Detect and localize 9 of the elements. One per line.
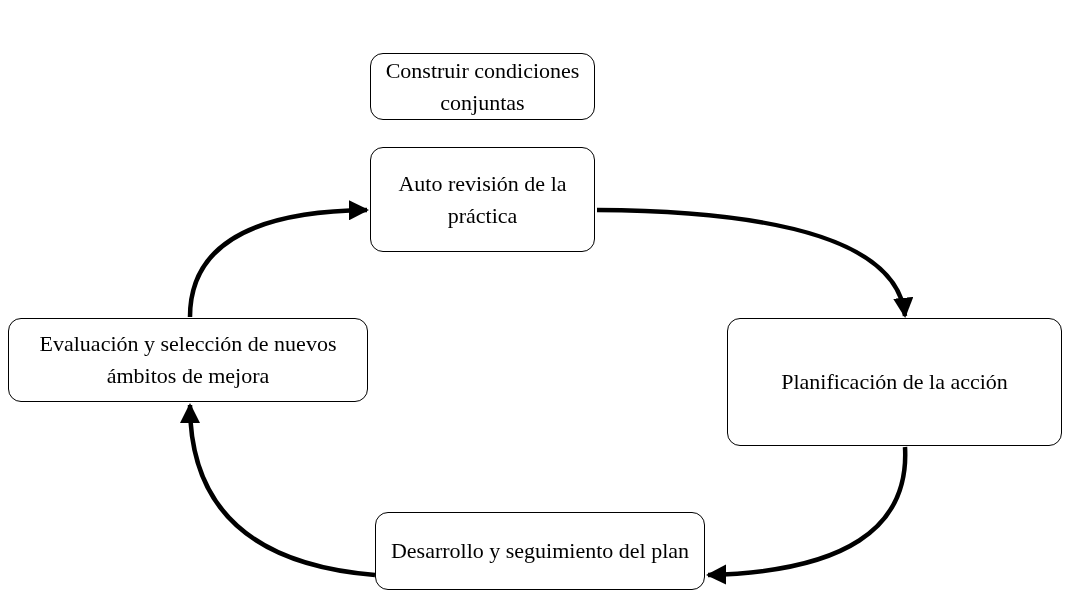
process-box: Auto revisión de la práctica [370,147,595,252]
curved-arrow [706,446,908,585]
curved-arrow [596,207,911,318]
curved-arrow [180,403,376,578]
curved-arrow [187,200,369,318]
process-box: Planificación de la acción [727,318,1062,446]
process-box: Evaluación y selección de nuevos ámbitos de mejora [8,318,368,402]
process-box: Desarrollo y seguimiento del plan [375,512,705,590]
process-box: Construir condiciones conjuntas [370,53,595,120]
